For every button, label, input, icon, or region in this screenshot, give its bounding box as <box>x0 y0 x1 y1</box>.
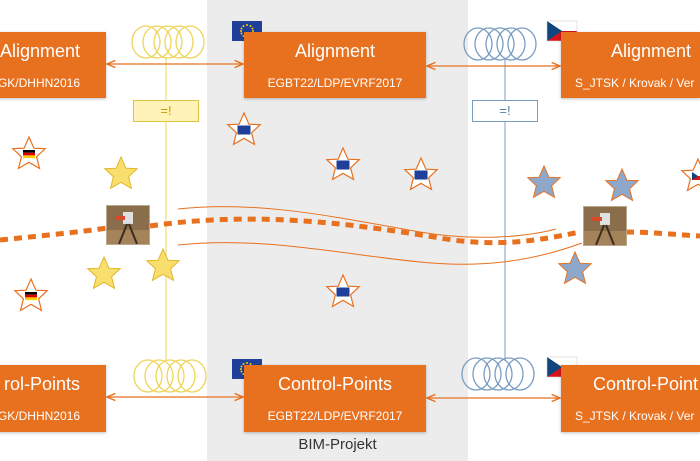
german-flag-star-icon <box>14 278 48 311</box>
czech-flag-star-icon <box>681 158 700 191</box>
corridor-line-1 <box>177 206 557 238</box>
alignment-box-left: Alignment GK/DHHN2016 <box>0 32 106 98</box>
alignment-subtitle-right: S_JTSK / Krovak / Ver <box>575 76 695 90</box>
blue-rings-icon-top <box>463 27 537 61</box>
german-flag-star-icon <box>12 136 46 169</box>
alignment-subtitle-left: GK/DHHN2016 <box>0 76 80 90</box>
blue-star-icon <box>527 165 561 198</box>
alignment-subtitle-center: EGBT22/LDP/EVRF2017 <box>267 76 403 90</box>
blue-star-icon <box>605 168 639 201</box>
eu-flag-star-icon <box>326 147 360 180</box>
not-equal-badge-left: =! <box>133 100 199 122</box>
corridor-line-2 <box>177 242 583 265</box>
not-equal-badge-right: =! <box>472 100 538 122</box>
survey-instrument-photo-right <box>583 206 627 246</box>
blue-rings-icon-bottom <box>461 357 535 391</box>
dotted-trajectory <box>0 216 700 246</box>
survey-instrument-photo-left <box>106 205 150 245</box>
control-points-box-right: Control-Point S_JTSK / Krovak / Ver <box>561 365 700 432</box>
yellow-rings-icon-top <box>131 25 205 59</box>
alignment-title-right: Alignment <box>611 41 692 61</box>
alignment-box-right: Alignment S_JTSK / Krovak / Ver <box>561 32 700 98</box>
alignment-title-left: Alignment <box>0 41 80 61</box>
control-points-subtitle-center: EGBT22/LDP/EVRF2017 <box>267 409 403 423</box>
yellow-rings-icon-bottom <box>133 359 207 393</box>
blue-star-icon <box>558 251 592 284</box>
yellow-star-icon <box>146 248 180 281</box>
control-points-subtitle-right: S_JTSK / Krovak / Ver <box>575 409 695 423</box>
control-points-subtitle-left: GK/DHHN2016 <box>0 409 80 423</box>
alignment-title-center: Alignment <box>294 41 376 61</box>
bim-project-label: BIM-Projekt <box>298 436 377 453</box>
yellow-star-icon <box>104 156 138 189</box>
eu-flag-star-icon <box>404 157 438 190</box>
control-points-title-center: Control-Points <box>277 374 393 394</box>
control-points-title-right: Control-Point <box>593 374 699 394</box>
control-points-box-left: rol-Points GK/DHHN2016 <box>0 365 106 432</box>
alignment-box-center: Alignment EGBT22/LDP/EVRF2017 <box>244 32 426 98</box>
eu-flag-star-icon <box>227 112 261 145</box>
control-points-box-center: Control-Points EGBT22/LDP/EVRF2017 <box>244 365 426 432</box>
eu-flag-star-icon <box>326 274 360 307</box>
control-points-title-left: rol-Points <box>3 374 80 394</box>
yellow-star-icon <box>87 256 121 289</box>
